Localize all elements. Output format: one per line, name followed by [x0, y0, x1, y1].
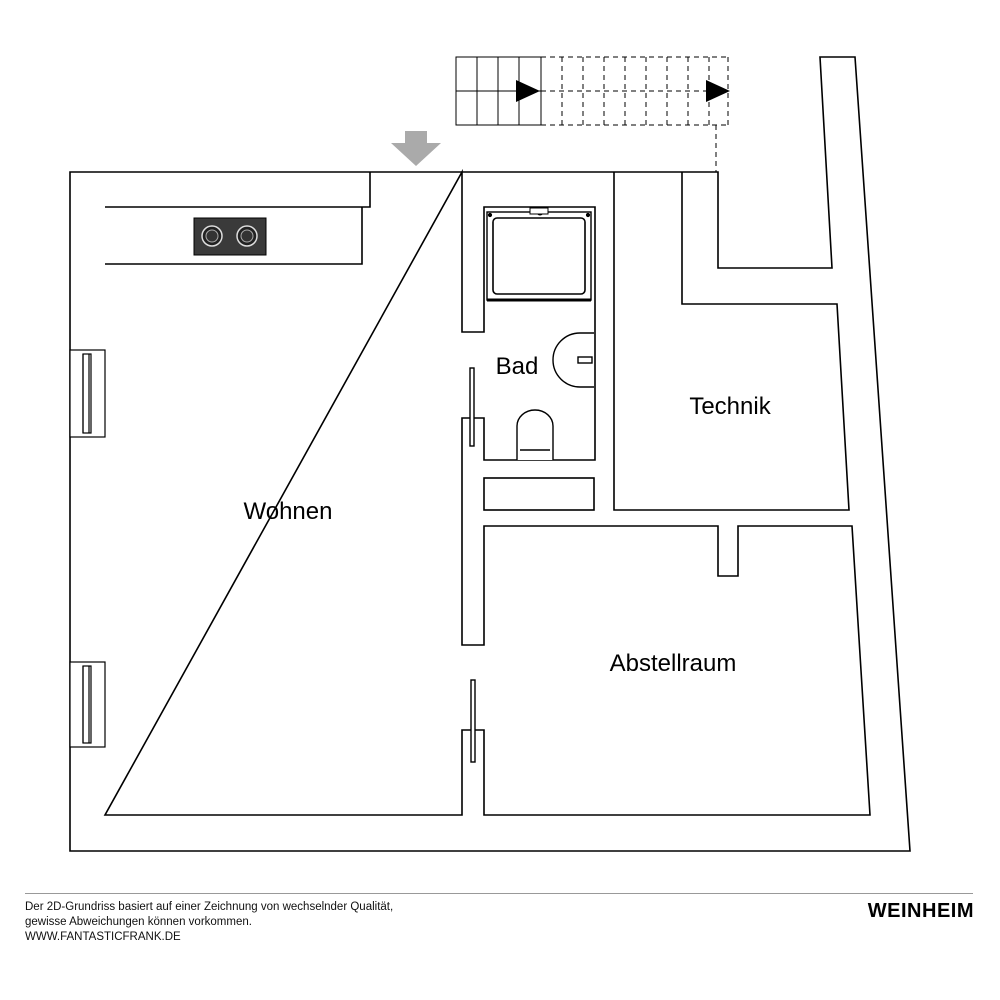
- door-bad: [469, 367, 475, 447]
- shower-icon: [486, 207, 592, 302]
- outer-wall: [69, 56, 911, 852]
- kitchen-counter: [105, 207, 363, 265]
- website-link[interactable]: WWW.FANTASTICFRANK.DE: [25, 931, 181, 943]
- footer-divider: [25, 893, 973, 894]
- toilet-icon: [516, 409, 554, 460]
- window-lower: [69, 661, 106, 748]
- window-upper: [69, 349, 106, 438]
- stair-direction-arrow-icon: [516, 80, 540, 102]
- room-label-abstellraum: Abstellraum: [610, 650, 737, 677]
- stair-direction-arrow-icon: [706, 80, 730, 102]
- stairs: [455, 56, 729, 172]
- bathroom-shelf: [483, 477, 595, 511]
- door-abstellraum: [470, 679, 476, 763]
- room-label-bad: Bad: [496, 353, 539, 380]
- wall-wohnen: [103, 168, 871, 816]
- disclaimer-line-2: gewisse Abweichungen können vorkommen.: [25, 916, 252, 928]
- sink-icon: [552, 332, 594, 388]
- room-label-wohnen: Wohnen: [244, 498, 333, 525]
- room-label-technik: Technik: [689, 393, 771, 420]
- footer-disclaimer: Der 2D-Grundriss basiert auf einer Zeich…: [25, 900, 585, 945]
- entrance-arrow-icon: [391, 131, 441, 166]
- brand-logo: WEINHEIM: [867, 900, 974, 922]
- cooktop-icon: [193, 217, 267, 256]
- disclaimer-line-1: Der 2D-Grundriss basiert auf einer Zeich…: [25, 901, 394, 913]
- wall-technik: [613, 172, 850, 511]
